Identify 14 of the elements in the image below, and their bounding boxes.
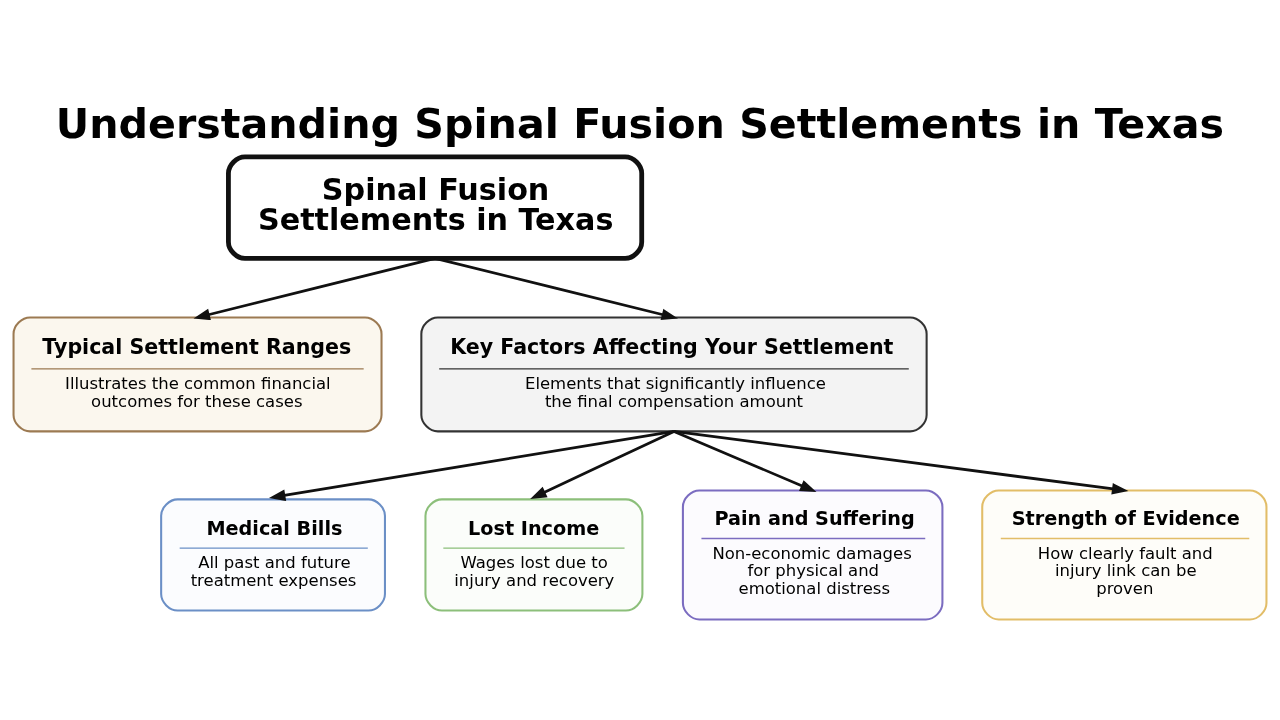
node-box: Lost Income Wages lost due to injury and recovery (424, 498, 644, 612)
arrow (434, 257, 678, 321)
node-box: Typical Settlement Ranges Illustrates the common financial outcomes for these cases (12, 316, 383, 433)
arrow (530, 430, 675, 500)
arrow (268, 430, 675, 501)
node-box: Strength of Evidence How clearly fault and injury link can be proven (981, 489, 1268, 621)
node-box: Key Factors Affecting Your Settlement Elements that significantly influence the final compensation amount (420, 316, 928, 433)
arrow (193, 257, 436, 321)
arrow (673, 430, 817, 493)
diagram-title: Understanding Spinal Fusion Settlements in Texas (55, 99, 1225, 148)
node-box: Pain and Suffering Non-economic damages for physical and emotional distress (681, 489, 944, 621)
node-box: Spinal Fusion Settlements in Texas (226, 154, 645, 261)
arrow (673, 430, 1129, 495)
node-box: Medical Bills All past and future treatment expenses (160, 498, 386, 612)
